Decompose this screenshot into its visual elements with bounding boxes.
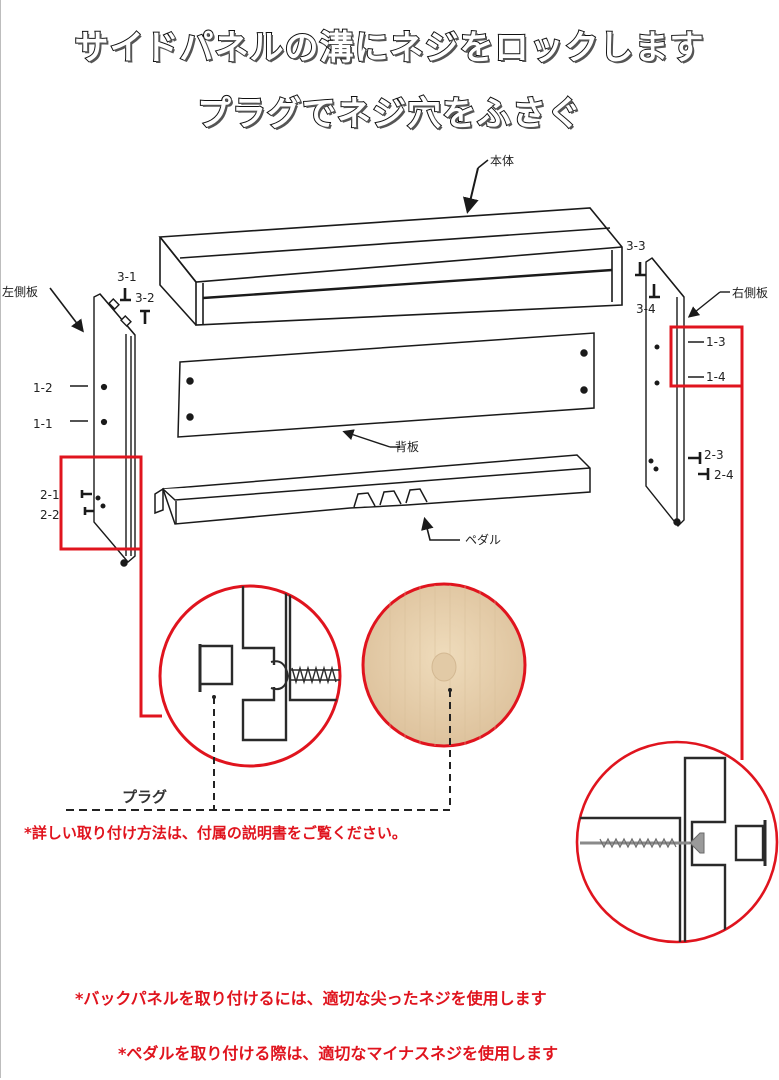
- screw-label: 3-2: [135, 291, 155, 305]
- screw-label: 2-4: [714, 468, 734, 482]
- headline-plug-holes: プラグでネジ穴をふさぐ: [196, 93, 582, 135]
- left-screws: [70, 288, 150, 515]
- screw-label: 3-1: [117, 270, 137, 284]
- note-see-manual: *詳しい取り付け方法は、付属の説明書をご覧ください。: [24, 824, 407, 842]
- main-body: [158, 207, 623, 326]
- detail-circle-sharp-screw: [575, 740, 779, 944]
- note-pedal-screw: *ペダルを取り付ける際は、適切なマイナスネジを使用します: [118, 1044, 559, 1063]
- label-back-panel: 背板: [395, 440, 419, 454]
- label-left-side-panel: 左側板: [2, 284, 38, 299]
- note-back-panel-screw: *バックパネルを取り付けるには、適切な尖ったネジを使用します: [75, 989, 547, 1008]
- right-side-panel: [645, 257, 685, 528]
- label-plug: プラグ: [122, 788, 168, 806]
- label-pedal: ペダル: [465, 532, 501, 547]
- screw-label: 2-2: [40, 508, 60, 522]
- headline-lock-screws: サイドパネルの溝にネジをロックします: [74, 27, 705, 69]
- label-right-side-panel: 右側板: [732, 285, 768, 300]
- label-main-body: 本体: [490, 154, 514, 168]
- screw-label: 2-1: [40, 488, 60, 502]
- screw-label: 1-2: [33, 381, 53, 395]
- screw-label: 3-4: [636, 302, 656, 316]
- pedal-bar: [154, 454, 591, 525]
- screw-label: 2-3: [704, 448, 724, 462]
- screw-label: 1-1: [33, 417, 53, 431]
- screw-label: 1-4: [706, 370, 726, 384]
- detail-circle-wood-plug: [361, 582, 527, 748]
- back-panel: [177, 332, 595, 438]
- highlight-frames: [59, 325, 744, 760]
- detail-circle-plug-screw: [158, 584, 342, 768]
- screw-label: 1-3: [706, 335, 726, 349]
- right-screws: [635, 262, 710, 480]
- left-side-panel: [93, 293, 136, 567]
- screw-label: 3-3: [626, 239, 646, 253]
